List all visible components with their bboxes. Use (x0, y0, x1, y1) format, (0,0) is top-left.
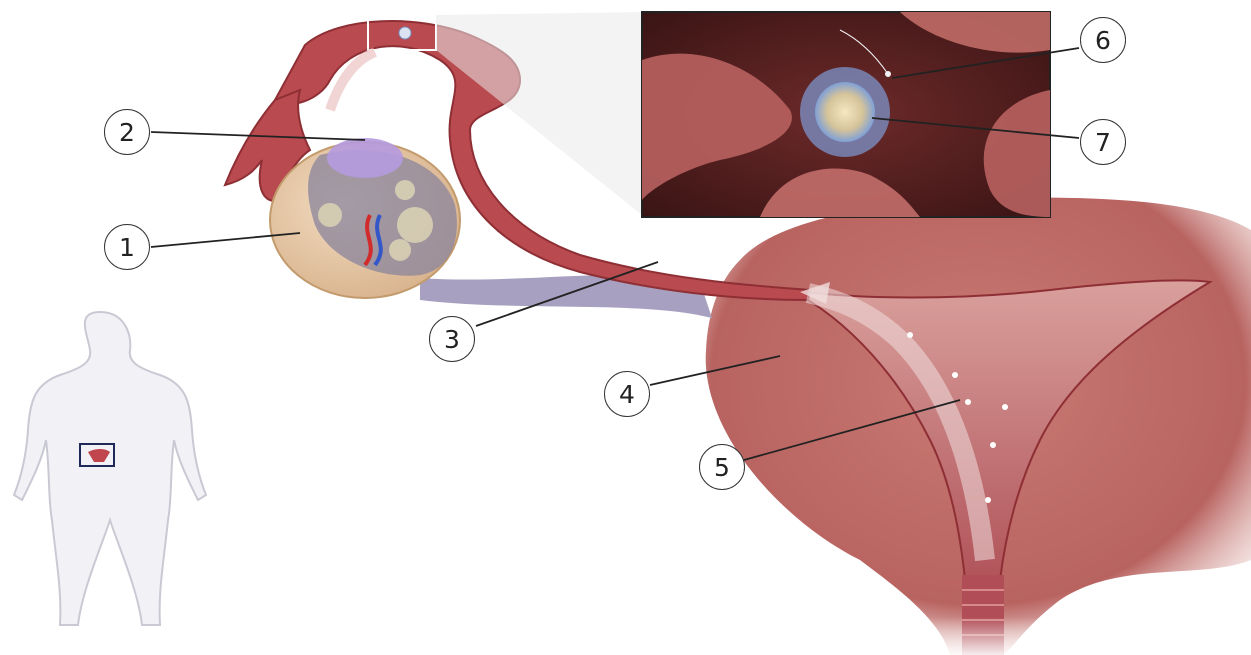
magnified-inset (642, 12, 1050, 217)
callout-6: 6 (1080, 17, 1126, 63)
human-body-silhouette (14, 312, 206, 625)
callout-1: 1 (104, 224, 150, 270)
uterus (700, 198, 1251, 655)
callout-2: 2 (104, 109, 150, 155)
callout-7: 7 (1080, 119, 1126, 165)
callout-5: 5 (699, 444, 745, 490)
zygote (815, 82, 875, 142)
callout-4: 4 (604, 371, 650, 417)
ovum-in-tube (399, 27, 411, 39)
callout-3: 3 (429, 316, 475, 362)
